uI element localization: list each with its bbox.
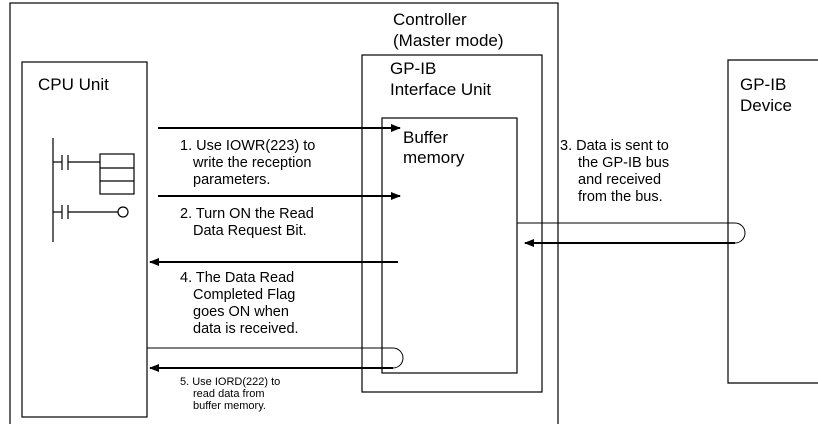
controller-label-line2: (Master mode) [393,31,504,50]
cpu-unit-box [21,61,148,418]
step3-line1: 3. Data is sent to [560,138,669,154]
buffer-label-line1: Buffer [403,128,449,147]
gpib-device-label-line2: Device [740,96,792,115]
step5-line2: read data from [193,388,265,400]
buffer-memory-box [381,117,518,374]
step3-line2: the GP-IB bus [578,155,670,171]
gpib-unit-label-line2: Interface Unit [390,80,492,99]
step1-line3: parameters. [193,172,271,188]
step5-line1: 5. Use IORD(222) to [180,376,281,388]
ladder-diagram [52,138,135,242]
gpib-device-label-line1: GP-IB [740,75,787,94]
gpib-device-box [727,59,818,384]
step4-line1: 4. The Data Read [180,270,295,286]
step5-line3: buffer memory. [193,400,266,412]
step1-line1: 1. Use IOWR(223) to [180,138,316,154]
step2-line2: Data Request Bit. [193,223,307,239]
step4-line4: data is received. [193,321,299,337]
step2-line1: 2. Turn ON the Read [180,206,314,222]
cpu-unit-label: CPU Unit [38,75,109,94]
step3-bus-arrow [517,222,746,247]
step3-line4: from the bus. [578,189,663,205]
buffer-label-line2: memory [403,148,465,167]
step5-read-arrow [147,347,404,372]
step3-line3: and received [578,172,662,188]
step4-line3: goes ON when [193,304,289,320]
controller-box [9,2,559,424]
gpib-interface-unit-box [361,54,543,393]
step4-line2: Completed Flag [193,287,296,303]
controller-label-line1: Controller [393,10,467,29]
step1-line2: write the reception [193,155,312,171]
gpib-unit-label-line1: GP-IB [390,59,437,78]
